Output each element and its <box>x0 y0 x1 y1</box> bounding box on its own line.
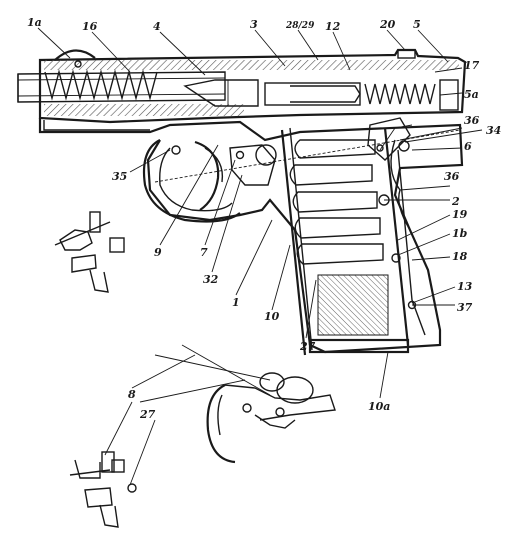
slide-top-hatch <box>44 60 459 70</box>
callout-2: 2 <box>451 195 460 208</box>
exploded-trigger <box>206 372 336 464</box>
striker <box>264 82 361 106</box>
frame <box>38 118 464 354</box>
callout-32: 32 <box>203 273 219 286</box>
trigger-guard <box>142 139 241 223</box>
trigger <box>171 140 224 211</box>
magazine <box>280 127 410 356</box>
callout-1: 1 <box>232 296 240 309</box>
callout-1a: 1a <box>27 16 42 29</box>
callout-1b: 1b <box>452 227 468 240</box>
callout-5a: 5a <box>464 88 479 101</box>
slide-bottom-hatch <box>44 104 244 116</box>
callout-labels: 1a 16 4 3 28/29 12 20 5 17 5a 36 34 6 36… <box>27 16 501 421</box>
callout-10a: 10a <box>368 400 390 413</box>
callout-12: 12 <box>325 20 341 33</box>
exploded-safety-lever <box>54 211 125 293</box>
sear-assembly <box>367 117 411 161</box>
callout-4: 4 <box>153 20 161 33</box>
callout-28-29: 28/29 <box>285 21 315 31</box>
leader-lines <box>37 27 483 486</box>
callout-17: 17 <box>464 59 480 72</box>
callout-16: 16 <box>82 20 98 33</box>
callout-27-grip: 27 <box>299 340 316 353</box>
slide <box>38 48 467 124</box>
exploded-safety-lower <box>69 451 137 528</box>
chambered-cartridge <box>183 79 259 107</box>
callout-13: 13 <box>457 280 473 293</box>
callout-10: 10 <box>264 310 280 323</box>
front-sight <box>54 49 96 68</box>
callout-34: 34 <box>486 124 501 137</box>
rear-sight <box>397 49 416 59</box>
callout-36-mid: 36 <box>444 170 460 183</box>
callout-19: 19 <box>452 208 468 221</box>
callout-35: 35 <box>112 170 127 183</box>
callout-7: 7 <box>200 246 208 259</box>
recoil-spring <box>44 69 158 101</box>
callout-6: 6 <box>464 140 472 153</box>
callout-27-low: 27 <box>139 408 156 421</box>
callout-3: 3 <box>250 18 258 31</box>
magazine-spring-hatch <box>317 274 389 336</box>
callout-5: 5 <box>413 18 421 31</box>
callout-20: 20 <box>379 18 396 31</box>
callout-37: 37 <box>457 301 473 314</box>
callout-8: 8 <box>128 388 136 401</box>
callout-9: 9 <box>154 246 162 259</box>
callout-36-top: 36 <box>464 114 480 127</box>
callout-18: 18 <box>452 250 468 263</box>
